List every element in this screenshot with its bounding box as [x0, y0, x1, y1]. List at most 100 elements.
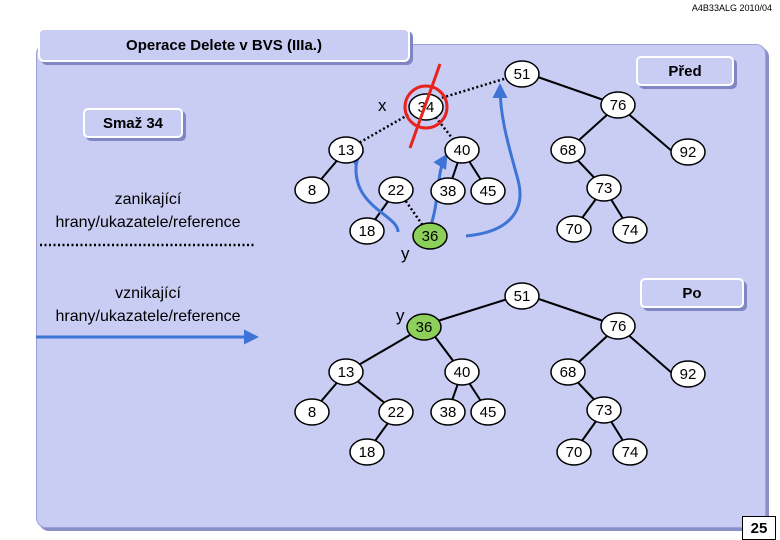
tree-node-after-13: 13 — [328, 358, 364, 386]
tree-node-label: 51 — [514, 66, 531, 83]
tree-node-circle — [504, 60, 540, 88]
pointer-x-label: x — [378, 96, 387, 115]
tree-node-label: 18 — [359, 444, 376, 461]
tree-node-label: 70 — [566, 444, 583, 461]
tree-node-circle — [406, 313, 442, 341]
tree-node-label: 13 — [338, 142, 355, 159]
before-label: Před — [636, 56, 734, 86]
tree-node-label: 18 — [359, 223, 376, 240]
tree-node-circle — [430, 398, 466, 426]
tree-node-before-8: 8 — [294, 176, 330, 204]
course-code: A4B33ALG 2010/04 — [691, 3, 772, 13]
tree-node-circle — [600, 312, 636, 340]
tree-node-circle — [444, 358, 480, 386]
new-edge-51-36 — [465, 83, 522, 238]
tree-node-label: 74 — [622, 444, 639, 461]
tree-node-circle — [612, 438, 648, 466]
tree-node-circle — [294, 398, 330, 426]
edge-dotted-b51-b34 — [427, 73, 518, 104]
tree-node-circle — [670, 138, 706, 166]
tree-node-label: 38 — [440, 404, 457, 421]
tree-node-after-38: 38 — [430, 398, 466, 426]
tree-node-before-38: 38 — [430, 177, 466, 205]
tree-node-before-45: 45 — [470, 177, 506, 205]
tree-node-before-70: 70 — [556, 215, 592, 243]
edge-dotted-b34-b40 — [429, 109, 461, 149]
tree-node-label: 68 — [560, 142, 577, 159]
legend-arising-line1: vznikající — [115, 285, 181, 302]
legend-vanishing-line2: hrany/ukazatele/reference — [55, 214, 241, 231]
tree-node-before-22: 22 — [378, 176, 414, 204]
tree-node-after-18: 18 — [349, 438, 385, 466]
delete-cross-icon — [403, 63, 449, 149]
tree-node-label: 73 — [596, 180, 613, 197]
tree-node-before-36: 36 — [412, 222, 448, 250]
tree-node-after-8: 8 — [294, 398, 330, 426]
edge-a51-a36 — [427, 295, 518, 325]
tree-node-circle — [412, 222, 448, 250]
legend-vanishing-line1: zanikající — [114, 191, 182, 208]
tree-node-circle — [349, 217, 385, 245]
tree-node-after-36: 36 — [406, 313, 442, 341]
tree-node-label: 36 — [422, 228, 439, 245]
tree-node-after-92: 92 — [670, 360, 706, 388]
tree-node-label: 73 — [596, 402, 613, 419]
tree-node-after-40: 40 — [444, 358, 480, 386]
legend-arising: vznikající hrany/ukazatele/reference — [30, 282, 266, 328]
tree-nodes: 5134761340689282238457318367074513676134… — [294, 60, 706, 466]
tree-node-before-18: 18 — [349, 217, 385, 245]
tree-node-label: 51 — [514, 288, 531, 305]
tree-node-after-22: 22 — [378, 398, 414, 426]
tree-node-circle — [556, 215, 592, 243]
tree-node-circle — [550, 358, 586, 386]
tree-node-before-92: 92 — [670, 138, 706, 166]
tree-node-circle — [349, 438, 385, 466]
tree-node-circle — [294, 176, 330, 204]
tree-node-circle — [586, 174, 622, 202]
delete-label: Smaž 34 — [83, 108, 183, 138]
tree-node-label: 76 — [610, 97, 627, 114]
tree-node-label: 68 — [560, 364, 577, 381]
tree-node-after-51: 51 — [504, 282, 540, 310]
tree-node-circle — [328, 358, 364, 386]
page-number: 25 — [742, 516, 776, 540]
tree-node-label: 40 — [454, 142, 471, 159]
tree-node-circle — [470, 177, 506, 205]
tree-node-circle — [430, 177, 466, 205]
tree-node-label: 22 — [388, 404, 405, 421]
tree-node-label: 76 — [610, 318, 627, 335]
tree-node-before-76: 76 — [600, 91, 636, 119]
tree-node-label: 92 — [680, 144, 697, 161]
tree-node-after-74: 74 — [612, 438, 648, 466]
tree-node-circle — [550, 136, 586, 164]
tree-node-circle — [444, 136, 480, 164]
legend-vanishing: zanikající hrany/ukazatele/reference — [30, 188, 266, 234]
tree-node-after-73: 73 — [586, 396, 622, 424]
after-label: Po — [640, 278, 744, 308]
tree-node-before-51: 51 — [504, 60, 540, 88]
tree-node-after-45: 45 — [470, 398, 506, 426]
edge-dotted-b22-b36 — [396, 189, 428, 231]
tree-node-label: 92 — [680, 366, 697, 383]
tree-node-circle — [670, 360, 706, 388]
legend-arising-line2: hrany/ukazatele/reference — [55, 308, 241, 325]
tree-node-after-70: 70 — [556, 438, 592, 466]
tree-node-label: 45 — [480, 404, 497, 421]
tree-node-label: 38 — [440, 183, 457, 200]
tree-node-circle — [378, 398, 414, 426]
tree-node-before-68: 68 — [550, 136, 586, 164]
tree-node-after-68: 68 — [550, 358, 586, 386]
tree-node-after-76: 76 — [600, 312, 636, 340]
tree-node-label: 74 — [622, 222, 639, 239]
tree-node-circle — [556, 438, 592, 466]
tree-node-label: 45 — [480, 183, 497, 200]
tree-node-label: 40 — [454, 364, 471, 381]
tree-node-label: 36 — [416, 319, 433, 336]
tree-node-label: 22 — [388, 182, 405, 199]
tree-node-label: 13 — [338, 364, 355, 381]
tree-node-circle — [378, 176, 414, 204]
tree-node-label: 8 — [308, 182, 316, 199]
pointer-y-label-before: y — [401, 244, 410, 263]
tree-node-circle — [470, 398, 506, 426]
